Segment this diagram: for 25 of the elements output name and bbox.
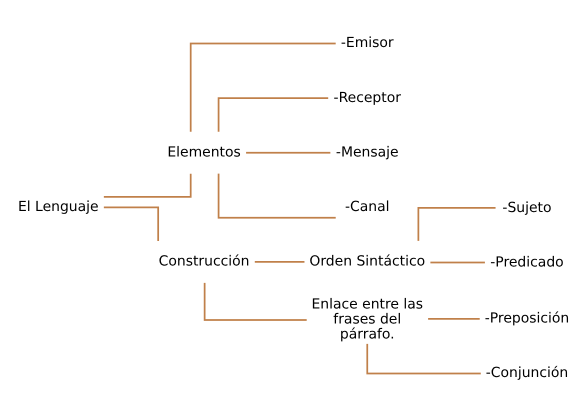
node-text: Elementos bbox=[167, 144, 241, 160]
node-text: -Receptor bbox=[334, 90, 401, 106]
node-text: El Lenguaje bbox=[18, 198, 99, 215]
connector bbox=[366, 344, 481, 374]
node-text: Orden Sintáctico bbox=[309, 254, 426, 270]
node-text: -Conjunción bbox=[486, 365, 568, 382]
connector bbox=[254, 261, 304, 263]
connector bbox=[204, 282, 307, 321]
connector bbox=[104, 174, 192, 198]
node-text: -Predicado bbox=[490, 254, 564, 271]
node-text: Construcción bbox=[158, 254, 250, 270]
node-text: -Preposición bbox=[484, 310, 570, 326]
node-text: -Sujeto bbox=[502, 200, 552, 216]
connector bbox=[418, 207, 496, 241]
connector bbox=[104, 206, 160, 241]
connector bbox=[190, 42, 336, 132]
connector bbox=[428, 318, 480, 320]
node-text: -Mensaje bbox=[336, 144, 399, 160]
node-text: -Canal bbox=[345, 198, 390, 215]
connector bbox=[218, 97, 328, 132]
connector bbox=[246, 152, 330, 154]
node-text: Enlace entre las frases del párrafo. bbox=[311, 296, 424, 343]
node-text: -Emisor bbox=[340, 35, 394, 52]
connector bbox=[430, 262, 485, 264]
connector bbox=[218, 174, 336, 219]
